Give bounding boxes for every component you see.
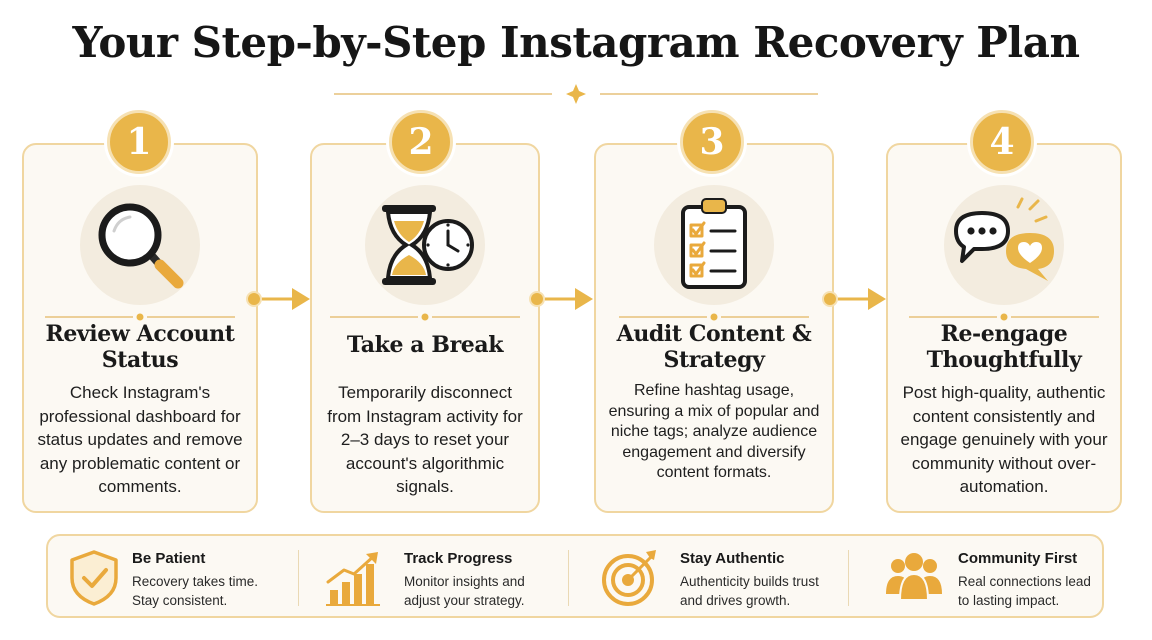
tip-text: Real connections lead to lasting impact. [958,574,1091,608]
card-divider [330,313,520,321]
step-2-icon-circle [365,185,485,305]
community-icon [886,553,942,601]
tip-text: Monitor insights and adjust your strateg… [404,574,525,608]
card-divider [909,313,1099,321]
tip-text: Authenticity builds trust and drives gro… [680,574,819,608]
step-2-badge: 2 [389,110,453,174]
page-title: Your Step-by-Step Instagram Recovery Pla… [72,18,1080,67]
arrow-right-icon [529,288,593,310]
chat-heart-icon [954,197,1054,281]
step-4-body: Post high-quality, authentic content con… [900,383,1108,496]
step-1-icon-circle [80,185,200,305]
hourglass-clock-icon [382,205,474,285]
step-1-badge: 1 [107,110,171,174]
step-2-body: Temporarily disconnect from Instagram ac… [327,383,523,496]
step-card-3: Audit Content & Strategy Refine hashtag … [594,143,834,513]
tip-title: Track Progress [404,550,513,567]
step-card-4: Re-engage Thoughtfully Post high-quality… [886,143,1122,513]
step-1-body: Check Instagram's professional dashboard… [37,383,243,496]
tip-divider [568,550,569,606]
step-4-badge: 4 [970,110,1034,174]
arrow-right-icon [822,288,886,310]
magnifying-glass-icon [98,203,184,289]
tips-bar: Be Patient Recovery takes time. Stay con… [46,534,1104,618]
growth-chart-icon [326,552,380,606]
step-3-body: Refine hashtag usage, ensuring a mix of … [608,382,820,481]
tip-title: Stay Authentic [680,550,785,567]
card-divider [45,313,235,321]
tip-community-first: Community First Real connections lead to… [884,548,1094,608]
tip-be-patient: Be Patient Recovery takes time. Stay con… [66,548,296,608]
tip-divider [848,550,849,606]
step-2-title: Take a Break [346,332,504,358]
card-divider [619,313,809,321]
step-card-1: Review Account Status Check Instagram's … [22,143,258,513]
tip-divider [298,550,299,606]
step-3-title: Audit Content & Strategy [616,321,812,373]
sparkle-icon [566,84,586,104]
tip-text: Recovery takes time. Stay consistent. [132,574,259,608]
clipboard-checklist-icon [681,198,747,289]
step-card-2: Take a Break Temporarily disconnect from… [310,143,540,513]
tip-stay-authentic: Stay Authentic Authenticity builds trust… [600,548,840,608]
title-divider [334,84,818,104]
tip-track-progress: Track Progress Monitor insights and adju… [324,548,564,608]
step-1-title: Review Account Status [45,321,235,373]
step-3-icon-circle [654,185,774,305]
shield-check-icon [70,550,118,606]
target-icon [602,550,656,606]
tip-title: Community First [958,550,1078,567]
step-4-title: Re-engage Thoughtfully [926,321,1082,373]
step-3-badge: 3 [680,110,744,174]
arrow-right-icon [246,288,310,310]
step-4-icon-circle [944,185,1064,305]
tip-title: Be Patient [132,550,206,567]
